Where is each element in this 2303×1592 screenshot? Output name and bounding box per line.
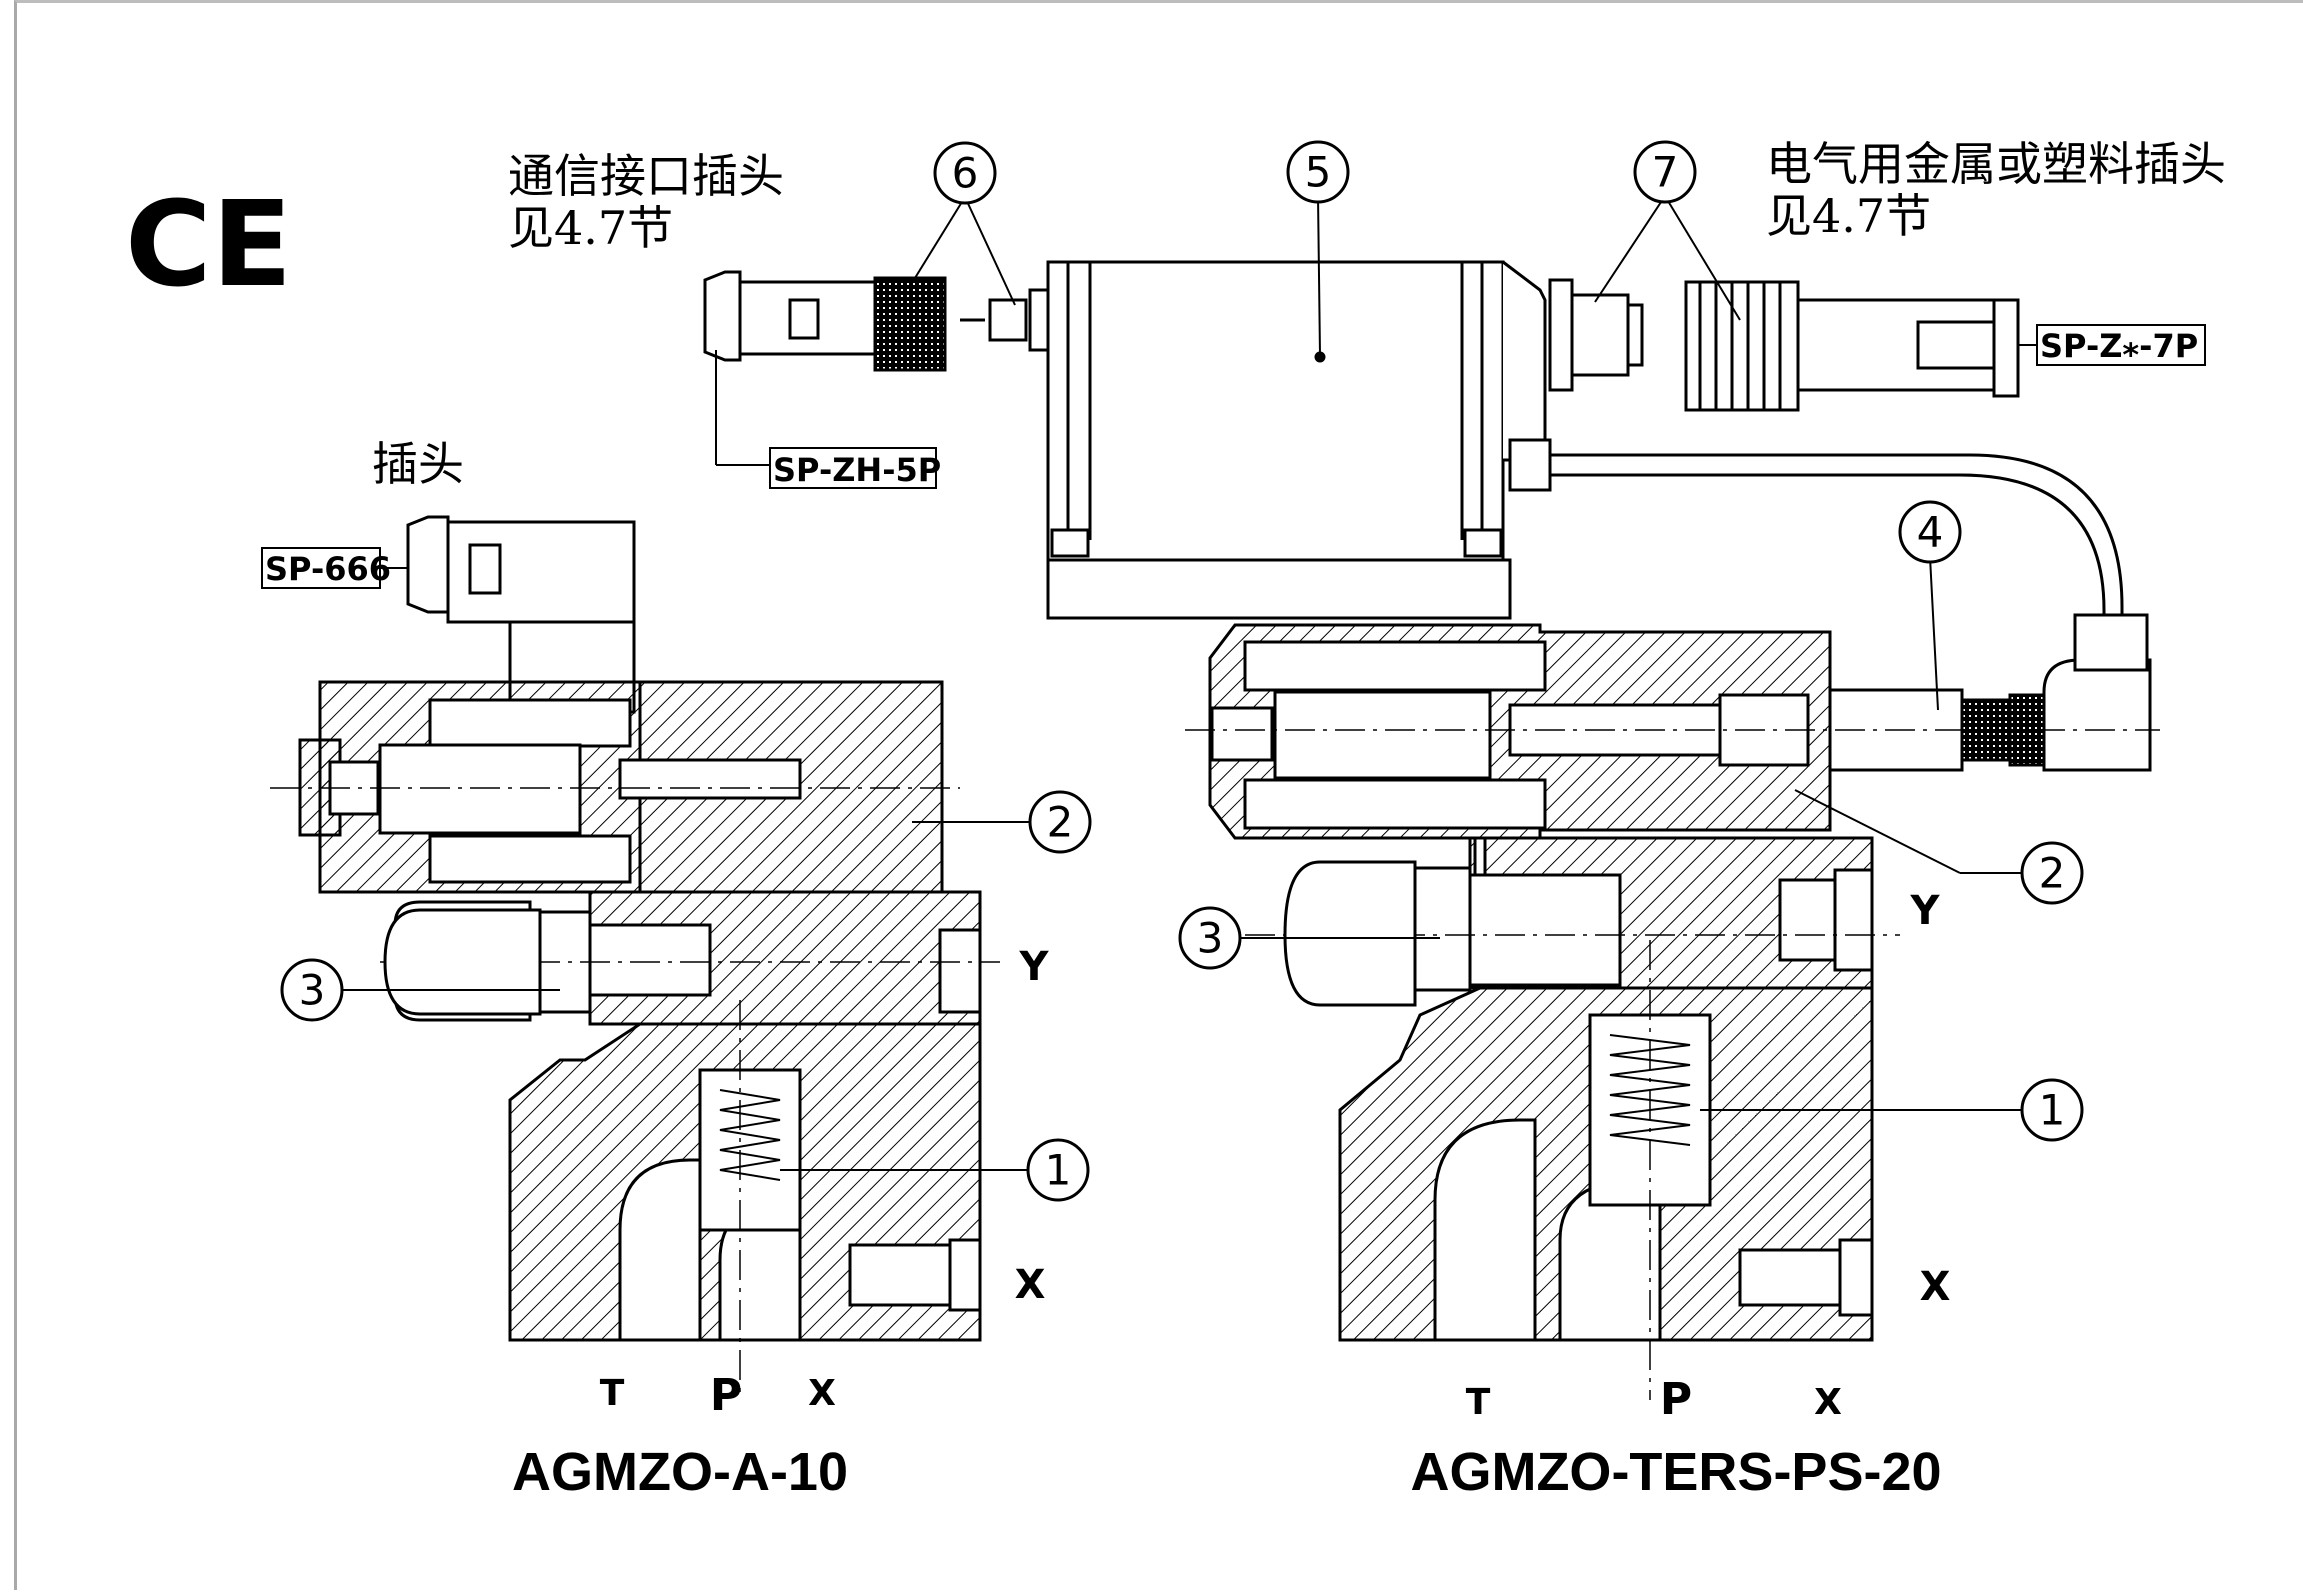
power-plug-note-line2: 见4.7节 [1766,189,1931,243]
svg-text:1: 1 [1045,1146,1072,1195]
sp-zh-5p-label: SP-ZH-5P [773,451,941,489]
svg-text:5: 5 [1305,148,1332,197]
left-port-t: T [600,1373,625,1414]
svg-text:3: 3 [1197,914,1224,963]
callout-4: 4 [1898,500,1962,564]
left-port-p: P [710,1370,742,1421]
callout-6: 6 [933,141,997,205]
svg-text:6: 6 [952,149,979,198]
sp-666-box [261,547,381,589]
callout-1-right: 1 [2020,1078,2084,1142]
right-port-p: P [1660,1374,1692,1425]
plug-note: 插头 [372,437,464,491]
left-port-x: X [808,1373,836,1414]
left-model-name: AGMZO-A-10 [512,1442,848,1502]
callout-2-right: 2 [2020,841,2084,905]
power-plug-note-line1: 电气用金属或塑料插头 [1766,137,2226,191]
svg-text:4: 4 [1917,508,1944,557]
svg-text:2: 2 [2039,849,2066,898]
sp-zh-5p-plug [703,270,947,466]
drawing-frame [14,0,2303,1590]
callout-1-left: 1 [1026,1138,1090,1202]
svg-text:2: 2 [1047,798,1074,847]
electronics-housing [1046,260,1547,620]
comm-plug-note-line2: 见4.7节 [508,201,673,255]
callout-3-right: 3 [1178,906,1242,970]
callout-3-left: 3 [280,958,344,1022]
sp-zh-5p-box [769,447,937,489]
right-port-t: T [1466,1382,1491,1423]
left-valve [270,515,1000,1400]
right-port-x: X [1814,1382,1842,1423]
left-port-y: Y [1019,944,1050,990]
right-port-y: Y [1910,888,1941,934]
svg-text:7: 7 [1652,148,1679,197]
sp-z-7p-plug [1684,280,2020,412]
sp-666-label: SP-666 [265,550,391,588]
sp-z-7p-label: SP-Z⁎-7P [2040,327,2198,365]
left-port-x-side: X [1015,1262,1046,1308]
leader-lines [342,195,2024,1171]
sp-z-7p-box [2036,324,2206,366]
right-port-x-side: X [1920,1264,1951,1310]
ce-mark: CE [125,175,292,313]
svg-text:3: 3 [299,966,326,1015]
callout-7: 7 [1633,140,1697,204]
comm-connector [960,288,1050,352]
svg-text:1: 1 [2039,1086,2066,1135]
callout-5: 5 [1286,140,1350,204]
transducer-cable [1508,438,2124,640]
power-connector [1548,278,1644,392]
right-model-name: AGMZO-TERS-PS-20 [1410,1442,1941,1502]
comm-plug-note-line1: 通信接口插头 [508,149,784,203]
right-valve [1185,613,2160,1400]
callout-2-left: 2 [1028,790,1092,854]
